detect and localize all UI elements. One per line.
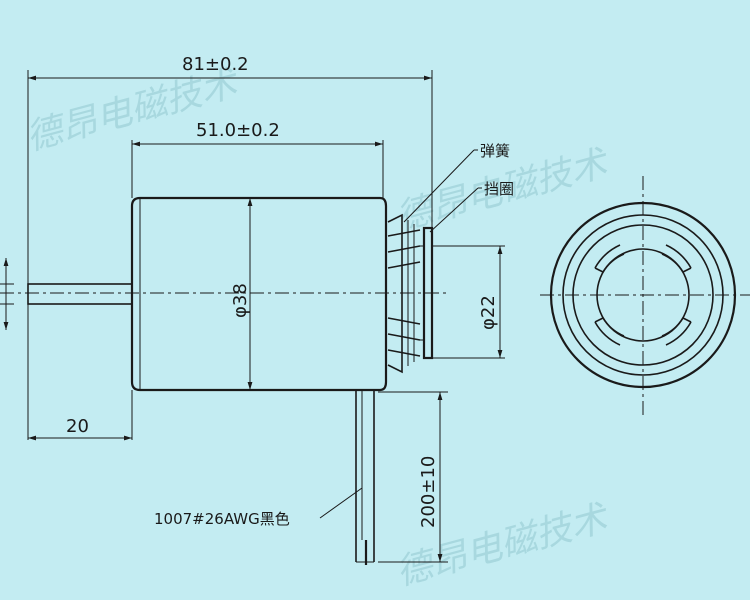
dim-overall-length: 81±0.2 bbox=[182, 54, 249, 75]
retaining-ring bbox=[422, 226, 434, 360]
dim-shaft-extension: 20 bbox=[66, 416, 89, 437]
dimension-lines bbox=[0, 70, 505, 563]
lead-wire bbox=[355, 390, 375, 565]
callout-leaders bbox=[319, 149, 482, 519]
dim-body-diameter: φ38 bbox=[230, 283, 251, 318]
end-view bbox=[540, 176, 750, 418]
callout-lead-wire: 1007#26AWG黑色 bbox=[154, 510, 290, 528]
dim-lead-length: 200±10 bbox=[418, 456, 439, 528]
spring bbox=[387, 213, 421, 374]
watermark-group: 德昂电磁技术 德昂电磁技术 德昂电磁技术 bbox=[22, 62, 614, 593]
callout-retaining-ring: 挡圈 bbox=[484, 180, 514, 198]
body-outline bbox=[130, 196, 388, 392]
callout-spring: 弹簧 bbox=[480, 142, 510, 160]
shaft bbox=[27, 283, 133, 305]
dim-flange-diameter: φ22 bbox=[478, 295, 499, 330]
dim-body-length: 51.0±0.2 bbox=[196, 120, 280, 141]
